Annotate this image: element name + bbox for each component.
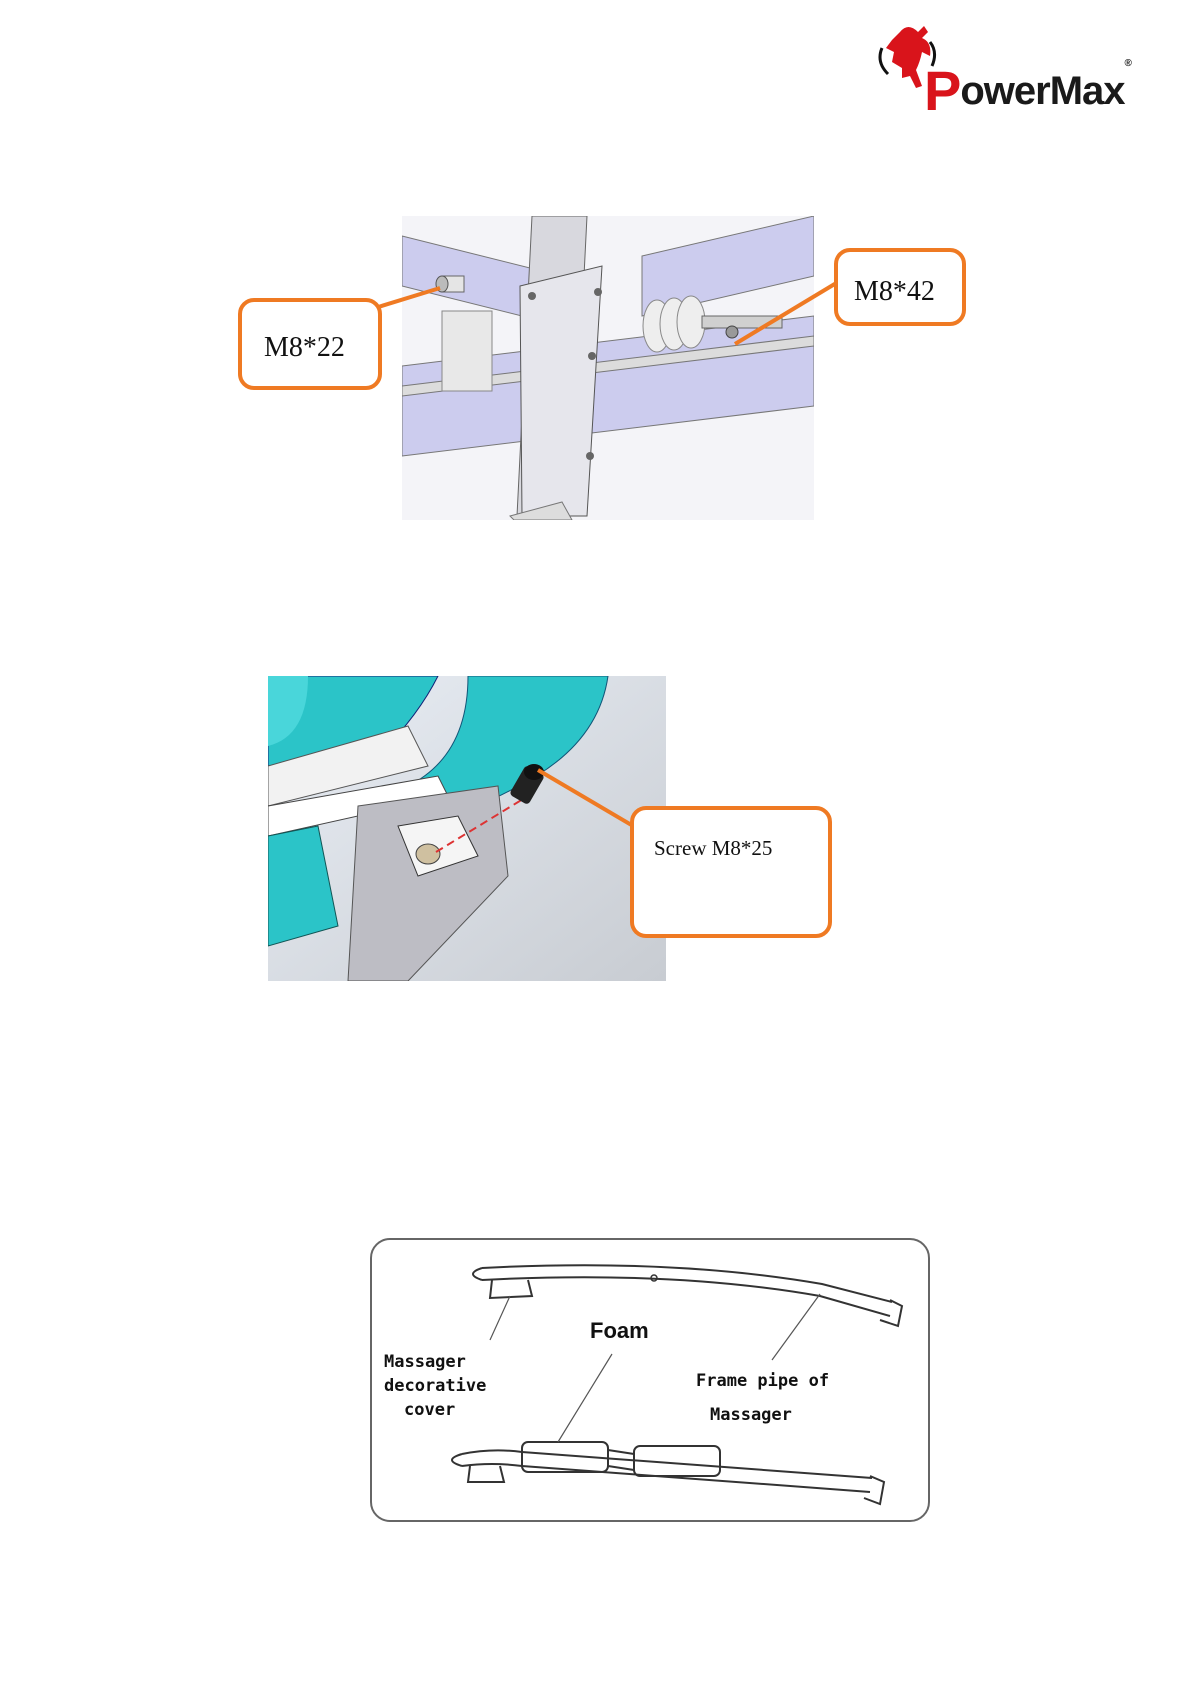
label-frame-pipe: Frame pipe of Massager (696, 1364, 829, 1432)
logo-text-main: ower (960, 69, 1049, 113)
leader-line-fig2 (0, 670, 1191, 990)
foam-pipe-drawing (452, 1442, 884, 1504)
label-cover-line2: decorative (384, 1374, 486, 1398)
powermax-logo: PowerMax® (870, 22, 1120, 122)
label-cover-line1: Massager (384, 1350, 486, 1374)
label-massager-cover: Massager decorative cover (384, 1350, 486, 1422)
label-frame-line1: Frame pipe of (696, 1364, 829, 1398)
callout-m8-22-text: M8*22 (264, 332, 345, 363)
callout-m8-42: M8*42 (834, 248, 966, 326)
logo-initial: P (924, 59, 960, 122)
registered-mark: ® (1125, 58, 1131, 69)
figure-screw-m8-25: Screw M8*25 (0, 670, 1191, 990)
logo-wordmark: PowerMax® (924, 52, 1131, 117)
callout-m8-42-text: M8*42 (854, 276, 935, 307)
callout-m8-22: M8*22 (238, 298, 382, 390)
label-frame-line2: Massager (696, 1398, 829, 1432)
figure-frame-bolts: M8*22 M8*42 (0, 200, 1191, 530)
label-cover-line3: cover (384, 1398, 486, 1422)
figure-massager-parts: Foam Massager decorative cover Frame pip… (370, 1238, 930, 1522)
label-foam: Foam (590, 1318, 649, 1344)
logo-text-tail: Max (1050, 69, 1125, 113)
callout-screw-m8-25: Screw M8*25 (630, 806, 832, 938)
callout-screw-m8-25-text: Screw M8*25 (654, 836, 772, 860)
leader-lines-fig1 (0, 200, 1191, 530)
frame-pipe-drawing (473, 1265, 902, 1326)
